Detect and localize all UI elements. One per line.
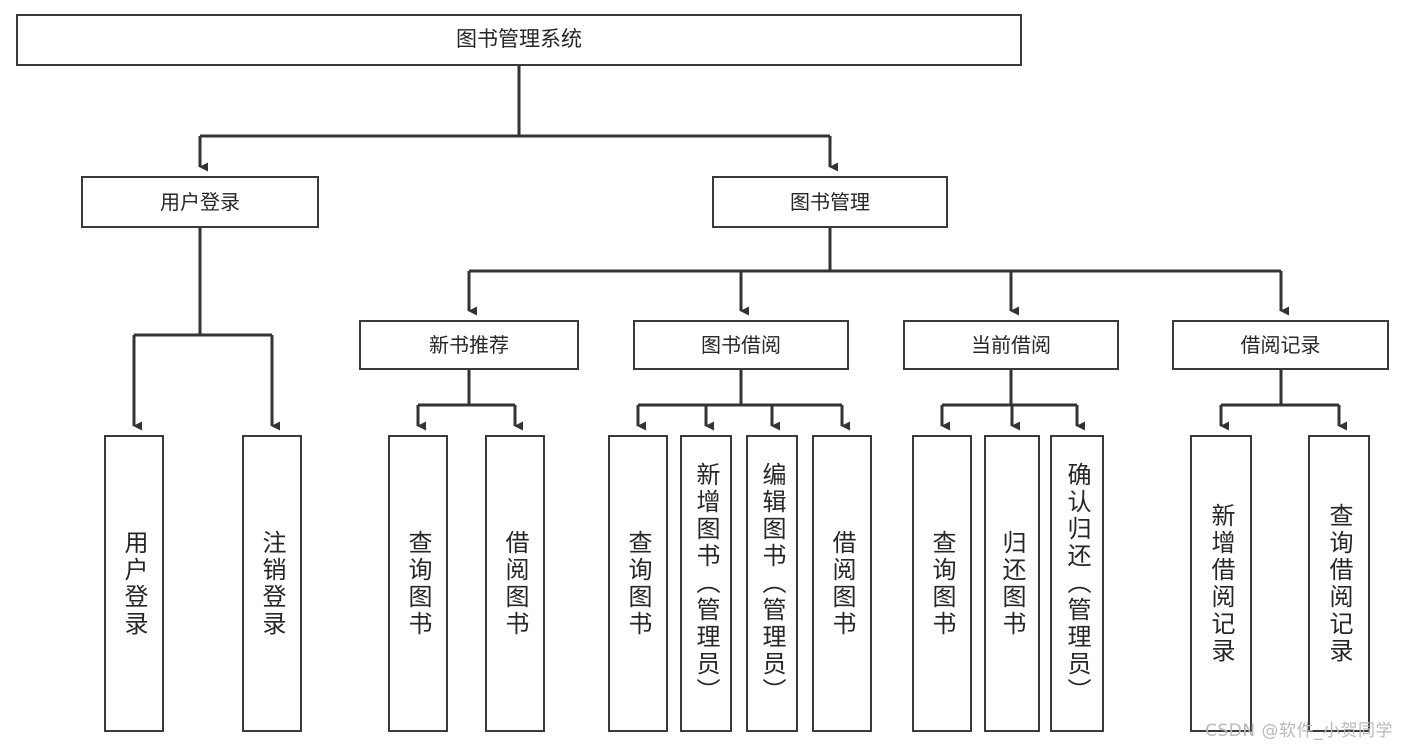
node-leaf-query-record[interactable]: 查询借阅记录 [1308, 435, 1370, 732]
node-leaf-confirm-return-label: 确认归还（管理员） [1063, 462, 1091, 705]
node-leaf-add-book[interactable]: 新增图书（管理员） [680, 435, 732, 732]
node-current-borrow[interactable]: 当前借阅 [903, 320, 1119, 370]
node-borrow-record-label: 借阅记录 [1240, 332, 1321, 357]
node-leaf-query-book-1[interactable]: 查询图书 [388, 435, 448, 732]
node-leaf-user-login[interactable]: 用户登录 [104, 435, 164, 732]
node-user-login[interactable]: 用户登录 [81, 176, 319, 228]
node-book-manage-label: 图书管理 [790, 189, 870, 214]
node-leaf-borrow-book-1-label: 借阅图书 [501, 529, 529, 638]
node-leaf-borrow-book-2[interactable]: 借阅图书 [812, 435, 872, 732]
node-leaf-add-book-label: 新增图书（管理员） [692, 462, 720, 705]
node-leaf-borrow-book-1[interactable]: 借阅图书 [485, 435, 545, 732]
node-new-book-recommend[interactable]: 新书推荐 [359, 320, 579, 370]
node-borrow-record[interactable]: 借阅记录 [1172, 320, 1389, 370]
node-leaf-user-logout[interactable]: 注销登录 [242, 435, 302, 732]
node-book-borrow[interactable]: 图书借阅 [633, 320, 849, 370]
node-leaf-confirm-return[interactable]: 确认归还（管理员） [1050, 435, 1104, 732]
node-leaf-edit-book[interactable]: 编辑图书（管理员） [746, 435, 798, 732]
node-book-manage[interactable]: 图书管理 [712, 176, 948, 228]
node-leaf-query-book-2-label: 查询图书 [624, 529, 652, 638]
node-book-borrow-label: 图书借阅 [701, 332, 781, 357]
node-leaf-borrow-book-2-label: 借阅图书 [828, 529, 856, 638]
node-leaf-add-record-label: 新增借阅记录 [1207, 502, 1235, 665]
connectors-new-book-recommend [416, 370, 523, 431]
node-leaf-user-login-label: 用户登录 [120, 529, 148, 638]
node-user-login-label: 用户登录 [160, 189, 240, 214]
node-current-borrow-label: 当前借阅 [971, 332, 1051, 357]
node-leaf-query-book-3-label: 查询图书 [928, 529, 956, 638]
connectors-borrow-record [1219, 370, 1347, 431]
node-leaf-return-book-label: 归还图书 [998, 529, 1026, 638]
connectors-current-borrow [940, 370, 1085, 431]
node-root-label: 图书管理系统 [456, 27, 582, 52]
node-root[interactable]: 图书管理系统 [16, 14, 1022, 66]
node-leaf-query-book-2[interactable]: 查询图书 [608, 435, 668, 732]
node-leaf-add-record[interactable]: 新增借阅记录 [1190, 435, 1252, 732]
connectors-root [198, 66, 838, 172]
node-leaf-query-book-1-label: 查询图书 [404, 529, 432, 638]
node-new-book-recommend-label: 新书推荐 [429, 332, 509, 357]
node-leaf-edit-book-label: 编辑图书（管理员） [758, 462, 786, 705]
node-leaf-user-logout-label: 注销登录 [258, 529, 286, 638]
node-leaf-query-book-3[interactable]: 查询图书 [912, 435, 972, 732]
watermark-csdn: CSDN @软件_小贺同学 [1205, 721, 1393, 741]
connectors-user-login [132, 228, 280, 431]
node-leaf-return-book[interactable]: 归还图书 [984, 435, 1040, 732]
connectors-book-borrow [636, 370, 850, 431]
connectors-book-manage [467, 228, 1289, 316]
node-leaf-query-record-label: 查询借阅记录 [1325, 502, 1353, 665]
